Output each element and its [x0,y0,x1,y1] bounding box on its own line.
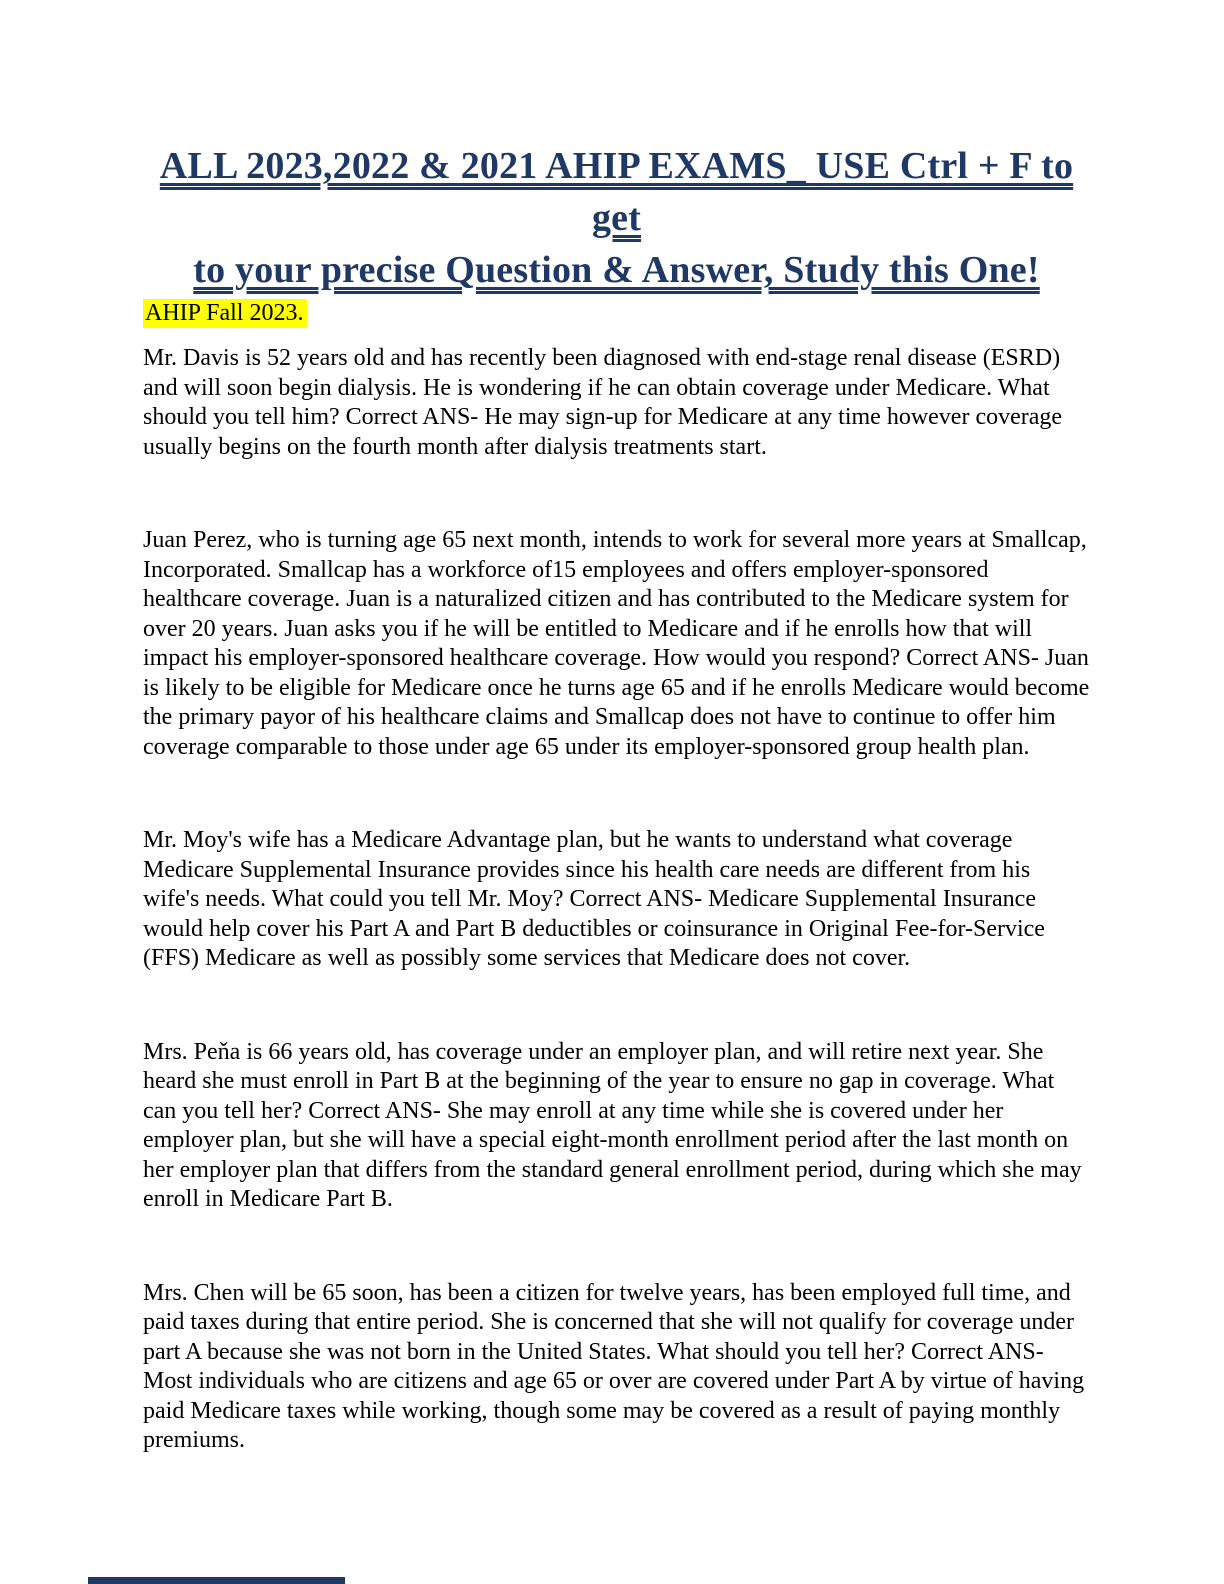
document-title-line-2: to your precise Question & Answer, Study… [193,249,1040,291]
qa-paragraph-davis: Mr. Davis is 52 years old and has recent… [143,345,1063,460]
qa-paragraph-moy: Mr. Moy's wife has a Medicare Advantage … [143,827,1045,971]
qa-paragraph-juan-perez: Juan Perez, who is turning age 65 next m… [143,527,1090,760]
document-title: ALL 2023,2022 & 2021 AHIP EXAMS_ USE Ctr… [143,140,1090,296]
document-title-line-1: ALL 2023,2022 & 2021 AHIP EXAMS_ USE Ctr… [159,145,1074,239]
next-heading-underline-cutoff [88,1577,345,1584]
qa-paragraph-chen: Mrs. Chen will be 65 soon, has been a ci… [143,1279,1085,1454]
highlighted-section-label: AHIP Fall 2023. [143,299,308,328]
section-label-line: AHIP Fall 2023. [143,298,1090,328]
document-content: ALL 2023,2022 & 2021 AHIP EXAMS_ USE Ctr… [143,140,1090,1454]
qa-paragraph-pena: Mrs. Peňa is 66 years old, has coverage … [143,1038,1082,1213]
